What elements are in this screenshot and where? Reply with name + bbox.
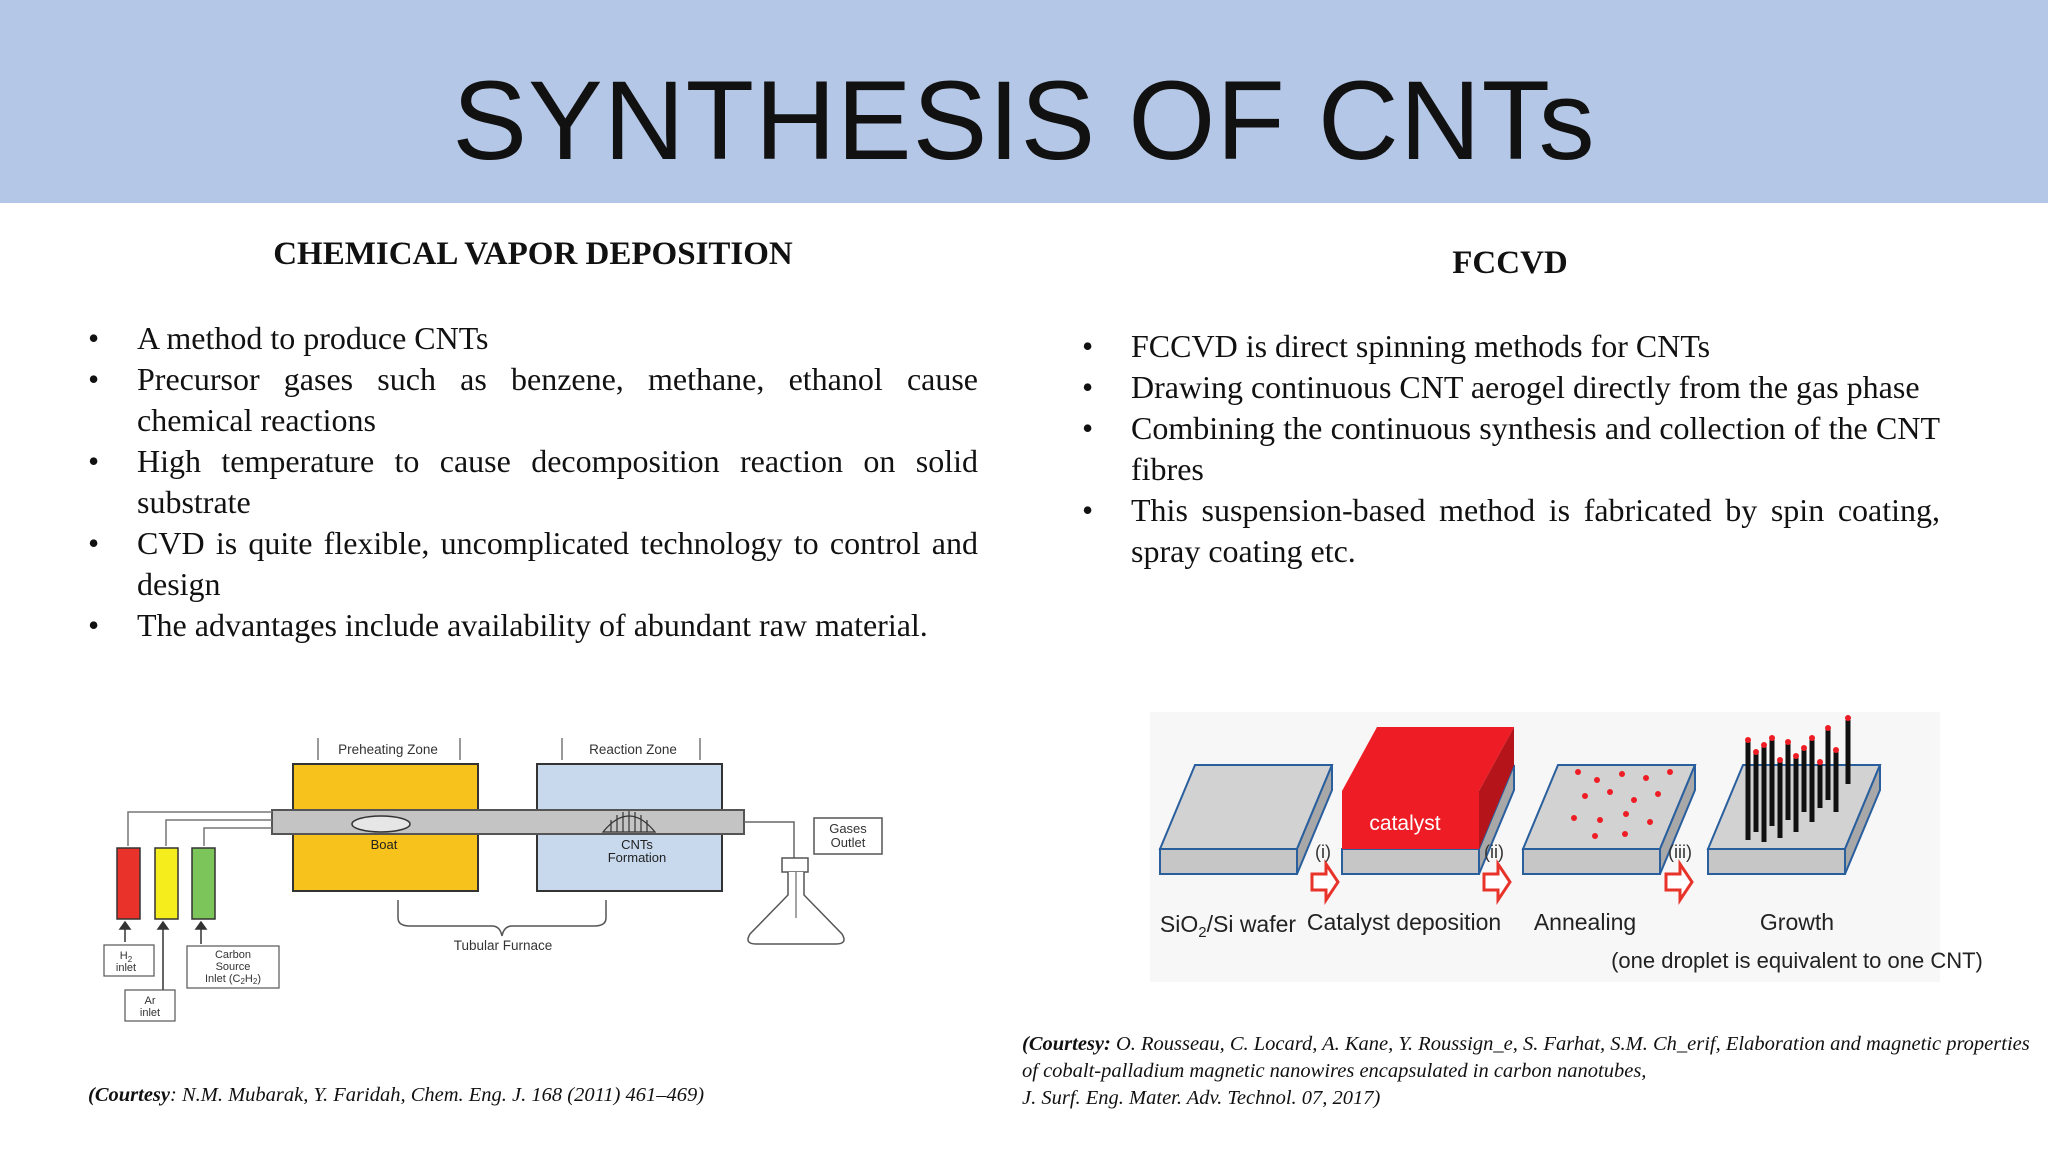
annealing-caption: Annealing [1534,909,1636,935]
h2-cylinder [116,847,141,920]
cvd-bullet-list: A method to produce CNTs Precursor gases… [88,318,978,646]
carbon-source-box [186,945,280,989]
tubular-tube [271,809,745,835]
list-item: Combining the continuous synthesis and c… [1082,408,1940,490]
carbon-source-label-3: Inlet (C2H2) [205,973,261,986]
growth-caption: Growth [1760,909,1834,935]
list-item: A method to produce CNTs [88,318,978,359]
cnts-formation-label-2: Formation [608,850,667,865]
arrow-step-ii [1482,859,1512,905]
step-iii-label: (iii) [1668,842,1692,862]
courtesy-label: (Courtesy: [1022,1033,1111,1055]
cvd-heading: CHEMICAL VAPOR DEPOSITION [273,236,793,272]
catalyst-wafer [1341,764,1515,875]
furnace-bracket [397,900,607,937]
cvd-courtesy: (Courtesy: N.M. Mubarak, Y. Faridah, Che… [88,1082,988,1109]
arrow-step-i [1310,859,1340,905]
gases-outlet-label: Gases [829,821,867,836]
courtesy-text: : N.M. Mubarak, Y. Faridah, Chem. Eng. J… [170,1084,705,1106]
h2-inlet-label-2: inlet [116,962,136,974]
h2-inlet-label: H2 [120,950,133,964]
slide-title: SYNTHESIS OF CNTs [452,58,1596,183]
ar-inlet-label-2: inlet [140,1007,160,1019]
ar-inlet-box [124,989,176,1022]
catalyst-deposition-caption: Catalyst deposition [1307,909,1501,935]
boat-label: Boat [371,837,398,852]
cnts-mound [601,815,657,833]
preheating-zone-label: Preheating Zone [338,742,438,757]
title-banner [0,0,2048,203]
wafer-caption: SiO2/Si wafer [1160,911,1297,941]
list-item: This suspension-based method is fabricat… [1082,490,1940,572]
catalyst-label: catalyst [1369,812,1440,835]
fccvd-heading: FCCVD [1452,245,1568,281]
gases-outlet-label-2: Outlet [831,835,866,850]
catalyst-droplets [1571,769,1673,839]
catalyst-layer-side [1479,727,1514,849]
ar-inlet-label: Ar [145,995,156,1007]
growth-note: (one droplet is equivalent to one CNT) [1611,948,1983,973]
step-i-label: (i) [1315,842,1331,862]
catalyst-layer-front [1342,791,1479,849]
carbon-source-label-2: Source [216,961,251,973]
list-item: CVD is quite flexible, uncomplicated tec… [88,523,978,605]
list-item: Precursor gases such as benzene, methane… [88,359,978,441]
fccvd-courtesy: (Courtesy: O. Rousseau, C. Locard, A. Ka… [1022,1031,2032,1112]
ar-cylinder [154,847,179,920]
cnts-formation-label: CNTs [621,837,653,852]
list-item: High temperature to cause decomposition … [88,441,978,523]
reaction-zone-label: Reaction Zone [589,742,677,757]
step-ii-label: (ii) [1484,842,1504,862]
courtesy-label: (Courtesy [88,1084,170,1106]
tubular-furnace-label: Tubular Furnace [454,938,553,953]
carbon-source-label: Carbon [215,949,251,961]
gases-outlet-box [813,817,883,855]
arrow-step-iii [1664,859,1694,905]
list-item: The advantages include availability of a… [88,605,978,646]
courtesy-text-2: J. Surf. Eng. Mater. Adv. Technol. 07, 2… [1022,1087,1381,1109]
h2-inlet-box [103,944,155,977]
list-item: FCCVD is direct spinning methods for CNT… [1082,326,1940,367]
boat [351,815,411,833]
courtesy-text: O. Rousseau, C. Locard, A. Kane, Y. Rous… [1022,1033,2030,1082]
annealing-wafer [1521,764,1697,875]
list-item: Drawing continuous CNT aerogel directly … [1082,367,1940,408]
carbon-cylinder [191,847,216,920]
fccvd-bullet-list: FCCVD is direct spinning methods for CNT… [1082,326,1940,572]
cnt-forest [1745,720,1851,842]
catalyst-layer-top [1342,727,1514,791]
sio2-wafer [1158,764,1334,875]
